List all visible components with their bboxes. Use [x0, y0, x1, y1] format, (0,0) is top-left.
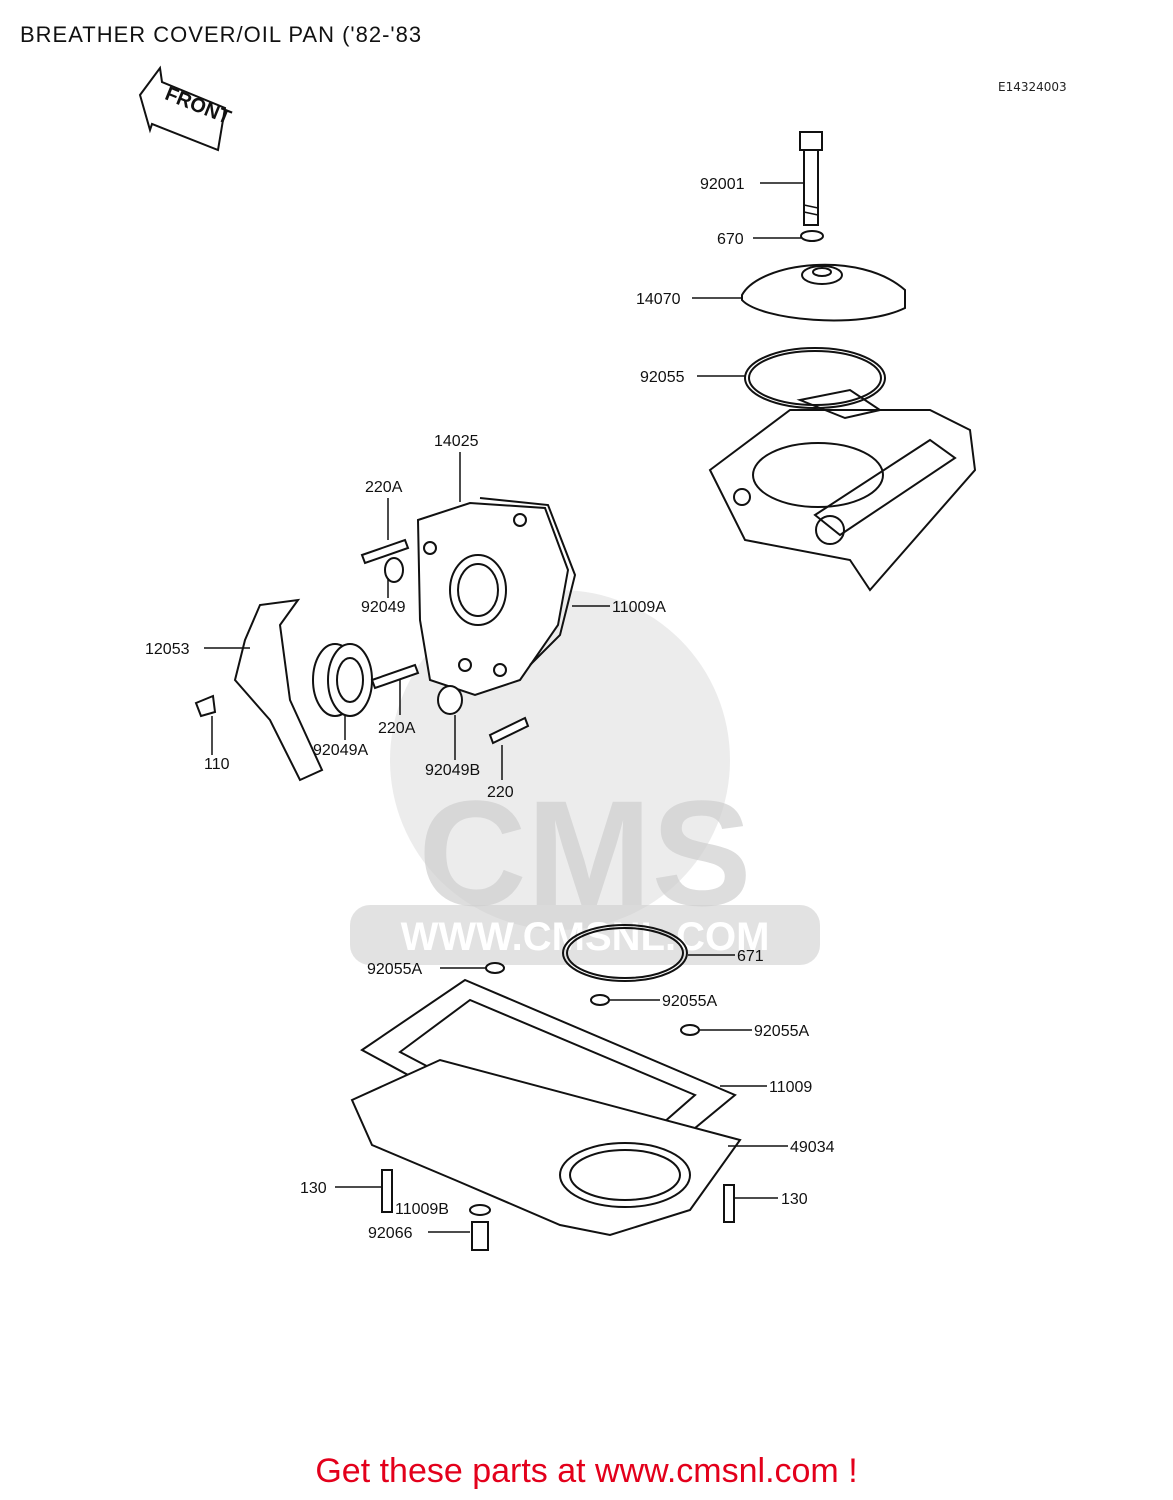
- page-title: BREATHER COVER/OIL PAN ('82-'83: [20, 22, 423, 47]
- oil-pan-49034: [350, 1058, 742, 1237]
- callout-14025: 14025: [434, 433, 479, 450]
- washer-92055A-3: [680, 1024, 700, 1036]
- gasket-11009A: [479, 497, 577, 666]
- callout-92049: 92049: [361, 599, 406, 616]
- bolt-220A-top: [360, 538, 410, 565]
- callout-92066: 92066: [368, 1225, 413, 1242]
- callout-671: 671: [737, 948, 764, 965]
- o-ring-671: [562, 924, 688, 982]
- bolt-220A-bottom: [370, 663, 420, 690]
- callout-11009: 11009: [769, 1079, 812, 1096]
- oil-seal-92049A: [312, 643, 373, 717]
- seal-92049B: [437, 685, 463, 715]
- breather-cover: [741, 263, 906, 322]
- callout-220A-top: 220A: [365, 479, 403, 496]
- bolt-130-right: [723, 1184, 735, 1223]
- plate-12053: [233, 598, 324, 782]
- bolt-220: [488, 716, 530, 745]
- outer-cover: [416, 501, 570, 697]
- callout-130-left: 130: [300, 1180, 327, 1197]
- leader-lines: [204, 182, 804, 1233]
- callout-92055A-1: 92055A: [367, 961, 422, 978]
- callout-92055A-2: 92055A: [662, 993, 717, 1010]
- callout-11009A: 11009A: [612, 599, 666, 616]
- callout-130-right: 130: [781, 1191, 808, 1208]
- cms-watermark: CMS WWW.CMSNL.COM: [350, 590, 820, 965]
- callout-92049A: 92049A: [313, 742, 368, 759]
- callout-670: 670: [717, 231, 744, 248]
- callout-92049B: 92049B: [425, 762, 480, 779]
- front-arrow-icon: FRONT: [138, 65, 234, 152]
- washer-92055A-2: [590, 994, 610, 1006]
- callout-92055: 92055: [640, 369, 685, 386]
- callout-92055A-3: 92055A: [754, 1023, 809, 1040]
- washer-11009B: [469, 1204, 491, 1216]
- callout-110: 110: [204, 756, 230, 773]
- callout-49034: 49034: [790, 1139, 835, 1156]
- seal-92049: [384, 557, 404, 583]
- bolt-130-left: [381, 1169, 393, 1213]
- drain-plug-92066: [471, 1221, 489, 1251]
- o-ring-92055: [744, 347, 886, 409]
- bolt-110: [194, 694, 217, 718]
- callout-92001: 92001: [700, 176, 745, 193]
- callout-11009B: 11009B: [395, 1201, 449, 1218]
- watermark-url: WWW.CMSNL.COM: [401, 915, 770, 959]
- callout-14070: 14070: [636, 291, 681, 308]
- washer-92055A-1: [485, 962, 505, 974]
- diagram-reference-code: E14324003: [998, 80, 1067, 94]
- callout-220: 220: [487, 784, 514, 801]
- callout-220A-bottom: 220A: [378, 720, 416, 737]
- breather-bolt: [799, 131, 823, 226]
- callout-12053: 12053: [145, 641, 190, 658]
- washer-670: [800, 230, 824, 242]
- engine-case-outline: [708, 388, 977, 592]
- footer-link[interactable]: Get these parts at www.cmsnl.com !: [315, 1452, 858, 1490]
